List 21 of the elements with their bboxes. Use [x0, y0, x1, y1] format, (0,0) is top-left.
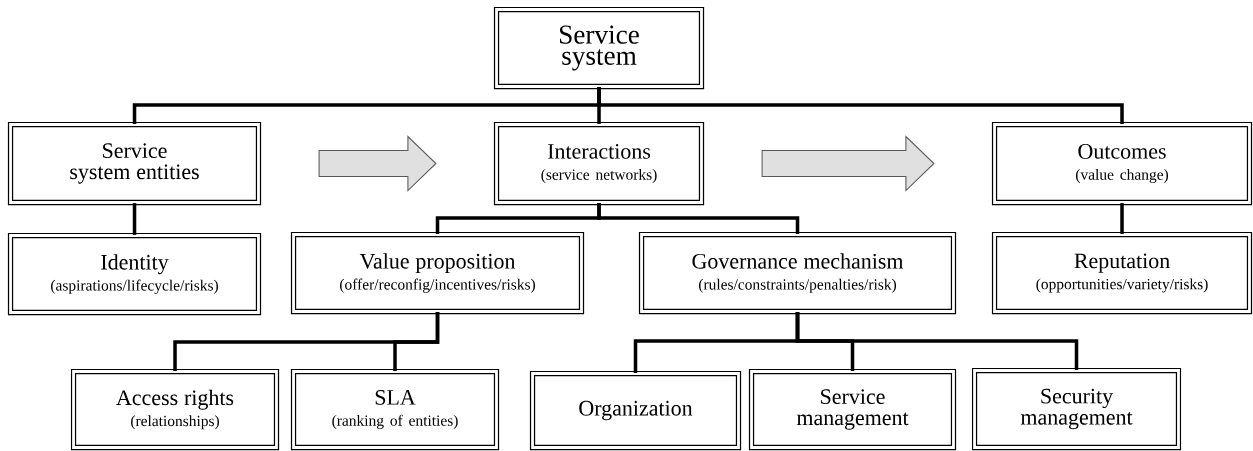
hierarchy-box: Access rights (relationships) — [70, 368, 280, 451]
connector-line — [132, 203, 137, 235]
hierarchy-box: Organization — [529, 370, 742, 451]
connector-line — [795, 312, 1079, 370]
connector-line — [597, 203, 800, 234]
hierarchy-box: Value proposition (offer/reconfig/incentives/risks) — [290, 231, 585, 315]
hierarchy-box: Governance mechanism (rules/constraints/penalties/risk) — [638, 231, 957, 315]
hierarchy-box: Reputation (opportunities/variety/risks) — [991, 231, 1253, 315]
hierarchy-box: Outcomes (value change) — [991, 121, 1253, 206]
connector-line — [393, 312, 440, 371]
hierarchy-box: Identity (aspirations/lifecycle/risks) — [7, 232, 262, 316]
block-arrow — [761, 135, 935, 192]
hierarchy-box: Security management — [971, 367, 1182, 451]
connector-line — [1120, 203, 1124, 234]
hierarchy-box: Service management — [748, 368, 957, 451]
hierarchy-box: Service system entities — [7, 121, 262, 206]
connector-line — [597, 87, 1124, 124]
hierarchy-box: Service system — [493, 6, 705, 90]
hierarchy-box: SLA (ranking of entities) — [290, 368, 500, 451]
block-arrow — [318, 135, 437, 192]
hierarchy-box: Interactions (service networks) — [493, 121, 705, 206]
